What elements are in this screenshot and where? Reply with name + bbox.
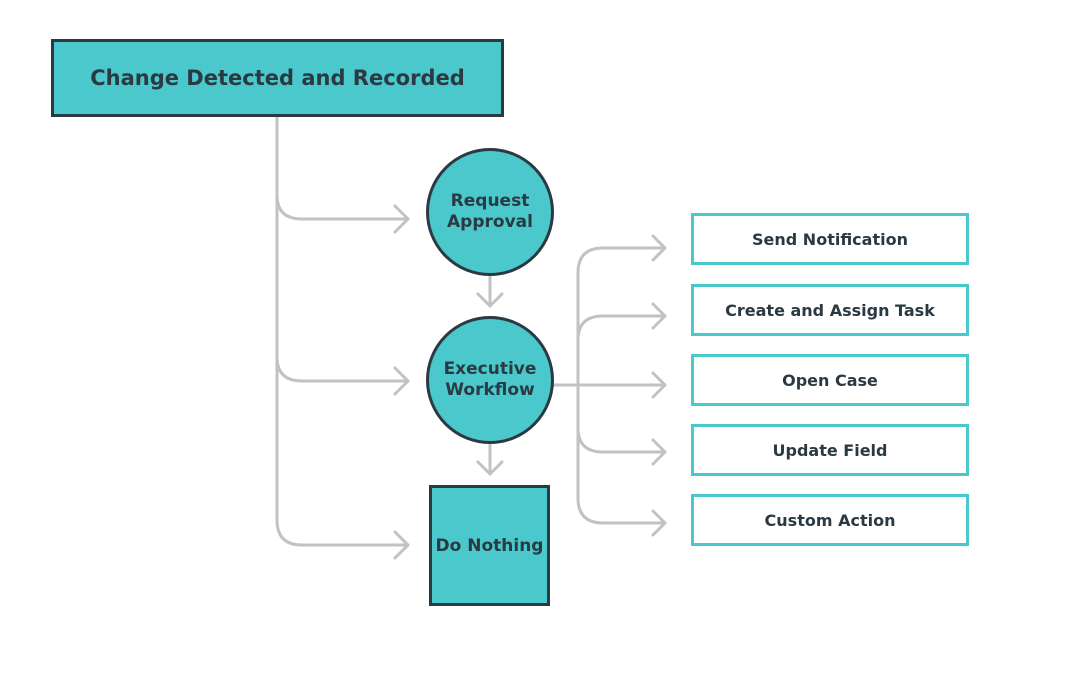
connector-to-create-task — [576, 302, 667, 342]
connector-action-spine — [576, 246, 667, 525]
action-label: Open Case — [782, 370, 878, 390]
connector-trunk — [275, 115, 410, 547]
arrowhead-executive-workflow — [393, 366, 410, 396]
root-node-label: Change Detected and Recorded — [90, 66, 465, 90]
arrowhead-request-approval — [393, 204, 410, 234]
arrowhead-do-nothing — [393, 530, 410, 560]
action-label: Custom Action — [764, 510, 896, 530]
do-nothing-node: Do Nothing — [429, 485, 550, 606]
do-nothing-label: Do Nothing — [435, 535, 544, 556]
executive-workflow-label: Executive Workflow — [443, 359, 537, 400]
action-create-and-assign-task: Create and Assign Task — [691, 284, 969, 336]
action-custom-action: Custom Action — [691, 494, 969, 546]
connector-to-request-approval — [275, 193, 410, 221]
request-approval-label: Request Approval — [447, 191, 533, 232]
action-label: Update Field — [772, 440, 888, 460]
arrowhead-custom-action — [651, 509, 667, 537]
connector-to-update-field — [576, 426, 667, 466]
action-send-notification: Send Notification — [691, 213, 969, 265]
connector-to-executive-workflow — [275, 355, 410, 383]
action-label: Create and Assign Task — [725, 300, 935, 320]
action-label: Send Notification — [752, 229, 908, 249]
connector-to-open-case — [651, 371, 667, 399]
request-approval-node: Request Approval — [426, 148, 554, 276]
connector-workflow-to-nothing — [476, 442, 504, 476]
connector-approval-to-workflow — [476, 274, 504, 308]
connector-to-send-notification — [601, 234, 667, 262]
root-node: Change Detected and Recorded — [51, 39, 504, 117]
action-open-case: Open Case — [691, 354, 969, 406]
action-update-field: Update Field — [691, 424, 969, 476]
executive-workflow-node: Executive Workflow — [426, 316, 554, 444]
